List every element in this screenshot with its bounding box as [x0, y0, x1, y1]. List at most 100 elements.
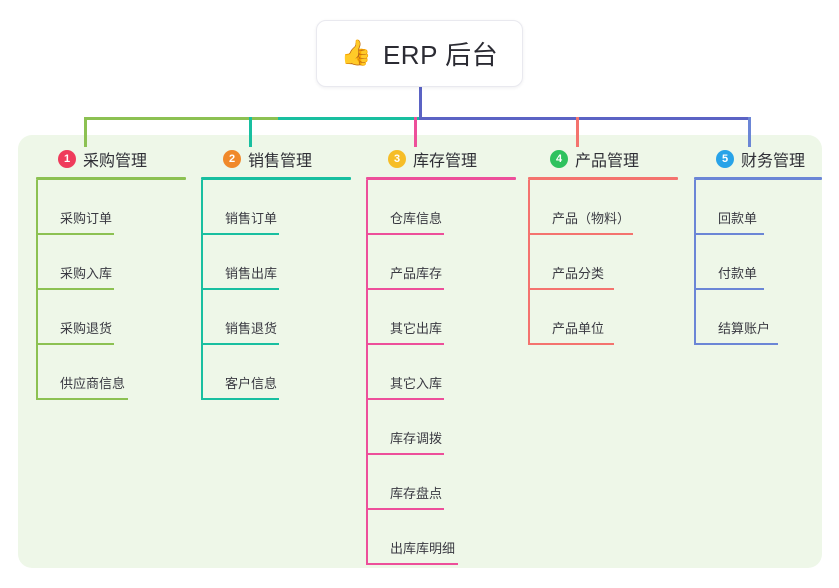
branch-item-label: 出库库明细	[390, 541, 456, 556]
branch-item-rule	[528, 233, 633, 235]
branch-item-label: 采购入库	[60, 266, 113, 281]
branch-item[interactable]: 库存盘点	[366, 455, 516, 510]
drop-stub-5	[748, 117, 751, 147]
branch-header-rule	[528, 177, 678, 180]
branch-item-rule	[201, 398, 279, 400]
branch-item-rule	[36, 343, 114, 345]
branch-item-label: 库存盘点	[390, 486, 443, 501]
branch-item-label: 产品单位	[552, 321, 605, 336]
branch-item-list: 产品（物料） 产品分类产品单位	[528, 180, 678, 345]
root-node-title: ERP 后台	[382, 40, 499, 70]
drop-stub-4	[576, 117, 579, 147]
branch-item-rule	[694, 343, 778, 345]
branch-item-rule	[366, 563, 458, 565]
branch-item-list: 仓库信息产品库存其它出库其它入库库存调拨库存盘点出库库明细	[366, 180, 516, 565]
bus-segment-teal	[278, 117, 420, 120]
branch-item-rule	[36, 233, 114, 235]
branch-item[interactable]: 销售出库	[201, 235, 351, 290]
branch-item-rule	[366, 398, 444, 400]
branch-item-label: 产品分类	[552, 266, 605, 281]
branch-title: 采购管理	[83, 153, 148, 170]
branch-title: 产品管理	[575, 153, 640, 170]
thumbs-up-icon: 👍	[340, 39, 372, 67]
branch-item[interactable]: 付款单	[694, 235, 822, 290]
branch-item-rule	[366, 288, 444, 290]
branch-item[interactable]: 结算账户	[694, 290, 822, 345]
root-stem-connector	[419, 87, 422, 119]
branch-item[interactable]: 产品分类	[528, 235, 678, 290]
branch-item-label: 产品库存	[390, 266, 443, 281]
branch-item[interactable]: 采购入库	[36, 235, 186, 290]
branch-item[interactable]: 采购订单	[36, 180, 186, 235]
branch-item-label: 销售退货	[225, 321, 278, 336]
branch-item-rule	[366, 508, 444, 510]
branch-item[interactable]: 出库库明细	[366, 510, 516, 565]
bus-segment-green	[84, 117, 278, 120]
branch-number-badge: 1	[58, 150, 76, 168]
branch-item[interactable]: 客户信息	[201, 345, 351, 400]
branch-item-label: 其它出库	[390, 321, 443, 336]
root-node-erp-backend[interactable]: 👍 ERP 后台	[316, 20, 523, 87]
branch-spine	[36, 180, 38, 400]
branch-item[interactable]: 回款单	[694, 180, 822, 235]
branch-header-rule	[694, 177, 822, 180]
branches-panel	[18, 135, 822, 568]
branch-item[interactable]: 库存调拨	[366, 400, 516, 455]
branch-item-rule	[201, 343, 279, 345]
bus-segment-blue	[419, 117, 750, 120]
branch-item-label: 仓库信息	[390, 211, 443, 226]
branch-item-label: 付款单	[718, 266, 758, 281]
branch-spine	[366, 180, 368, 565]
branch-number-badge: 3	[388, 150, 406, 168]
branch-item[interactable]: 供应商信息	[36, 345, 186, 400]
branch-item-rule	[201, 233, 279, 235]
branch-item[interactable]: 销售订单	[201, 180, 351, 235]
branch-item-rule	[528, 343, 614, 345]
branch-column-1: 1 采购管理采购订单采购入库采购退货供应商信息	[36, 147, 186, 400]
branch-item[interactable]: 其它出库	[366, 290, 516, 345]
branch-header-3[interactable]: 3 库存管理	[366, 147, 516, 171]
branch-item-list: 回款单付款单结算账户	[694, 180, 822, 345]
branch-item-label: 供应商信息	[60, 376, 126, 391]
branch-item-label: 采购退货	[60, 321, 113, 336]
branch-item-list: 采购订单采购入库采购退货供应商信息	[36, 180, 186, 400]
root-node-content: 👍 ERP 后台	[341, 35, 498, 72]
branch-item[interactable]: 仓库信息	[366, 180, 516, 235]
branch-item[interactable]: 销售退货	[201, 290, 351, 345]
branch-item-label: 库存调拨	[390, 431, 443, 446]
branch-header-1[interactable]: 1 采购管理	[36, 147, 186, 171]
branch-title: 财务管理	[741, 153, 806, 170]
branch-column-4: 4 产品管理产品（物料） 产品分类产品单位	[528, 147, 678, 345]
branch-item[interactable]: 采购退货	[36, 290, 186, 345]
branch-item-rule	[366, 453, 444, 455]
branch-title: 库存管理	[413, 153, 478, 170]
branch-item-rule	[694, 288, 764, 290]
drop-stub-2	[249, 117, 252, 147]
branch-header-rule	[366, 177, 516, 180]
branch-item-rule	[528, 288, 614, 290]
branch-item-label: 采购订单	[60, 211, 113, 226]
branch-header-4[interactable]: 4 产品管理	[528, 147, 678, 171]
branch-item-label: 产品（物料）	[552, 211, 631, 226]
branch-header-rule	[201, 177, 351, 180]
drop-stub-3	[414, 117, 417, 147]
branch-number-badge: 4	[550, 150, 568, 168]
branch-spine	[201, 180, 203, 400]
branch-number-badge: 2	[223, 150, 241, 168]
branch-item-rule	[36, 398, 128, 400]
branch-item[interactable]: 产品（物料）	[528, 180, 678, 235]
branch-header-rule	[36, 177, 186, 180]
branch-item-list: 销售订单销售出库销售退货客户信息	[201, 180, 351, 400]
branch-item-label: 销售出库	[225, 266, 278, 281]
branch-item-rule	[201, 288, 279, 290]
branch-item[interactable]: 其它入库	[366, 345, 516, 400]
branch-item-label: 销售订单	[225, 211, 278, 226]
branch-item[interactable]: 产品单位	[528, 290, 678, 345]
branch-spine	[694, 180, 696, 345]
branch-item-rule	[366, 233, 444, 235]
branch-item[interactable]: 产品库存	[366, 235, 516, 290]
